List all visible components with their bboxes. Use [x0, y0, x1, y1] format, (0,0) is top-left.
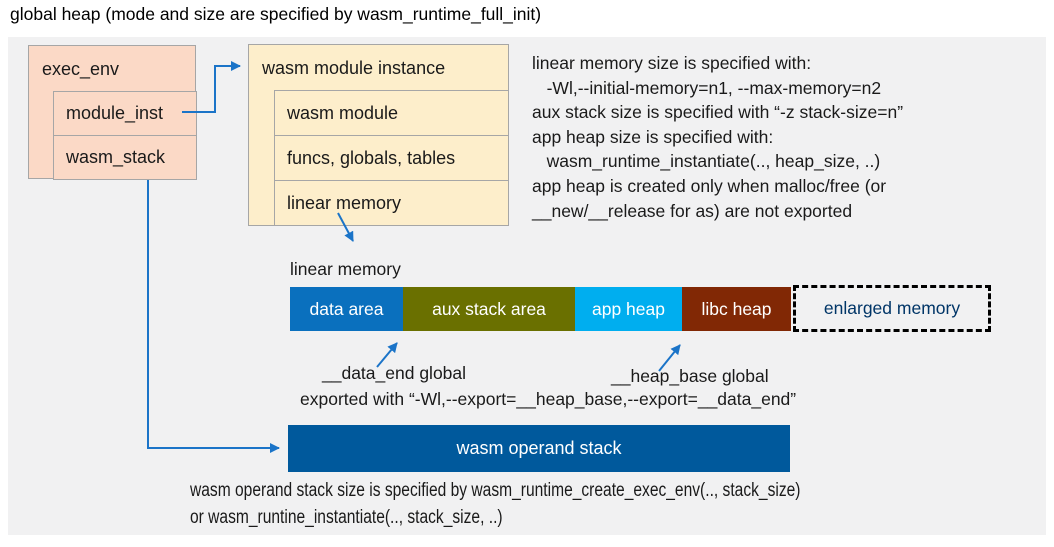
wasm-module-instance-box: wasm module instance wasm module funcs, … — [248, 44, 509, 226]
wasm-operand-stack-label: wasm operand stack — [456, 438, 622, 458]
linear-memory-row-label: linear memory — [287, 192, 402, 213]
segment-aux-stack-area: aux stack area — [403, 287, 575, 331]
operand-stack-note: wasm operand stack size is specified by … — [190, 480, 801, 528]
wasm-module-instance-title: wasm module instance — [262, 57, 446, 78]
aux-stack-area-label: aux stack area — [432, 298, 546, 319]
exec-env-row-module-inst: module_inst — [53, 91, 197, 136]
segment-app-heap: app heap — [575, 287, 682, 331]
instance-row-funcs-globals-tables: funcs, globals, tables — [274, 135, 509, 181]
wasm-module-label: wasm module — [287, 102, 399, 123]
linear-memory-bar: data area aux stack area app heap libc h… — [290, 287, 791, 331]
instance-row-wasm-module: wasm module — [274, 90, 509, 136]
enlarged-memory-box: enlarged memory — [793, 285, 991, 332]
wasm-operand-stack-bar: wasm operand stack — [288, 425, 790, 472]
wasm-stack-label: wasm_stack — [66, 147, 166, 167]
app-heap-label: app heap — [592, 298, 665, 319]
segment-libc-heap: libc heap — [682, 287, 791, 331]
export-flags-label: exported with “-Wl,--export=__heap_base,… — [300, 389, 797, 409]
data-area-label: data area — [309, 298, 384, 319]
memory-config-notes: linear memory size is specified with: -W… — [532, 53, 904, 221]
segment-data-area: data area — [290, 287, 403, 331]
funcs-globals-tables-label: funcs, globals, tables — [287, 147, 456, 168]
exec-env-row-wasm-stack: wasm_stack — [53, 135, 197, 180]
diagram-title: global heap (mode and size are specified… — [10, 4, 542, 24]
instance-row-linear-memory: linear memory — [274, 180, 509, 226]
module-inst-label: module_inst — [66, 103, 164, 123]
exec-env-box: exec_env module_inst wasm_stack — [28, 45, 197, 180]
exec-env-title: exec_env — [42, 58, 120, 79]
linear-memory-caption: linear memory — [290, 259, 401, 279]
libc-heap-label: libc heap — [701, 298, 772, 319]
data-end-global-label: __data_end global — [322, 363, 467, 383]
heap-base-global-label: __heap_base global — [611, 366, 769, 386]
